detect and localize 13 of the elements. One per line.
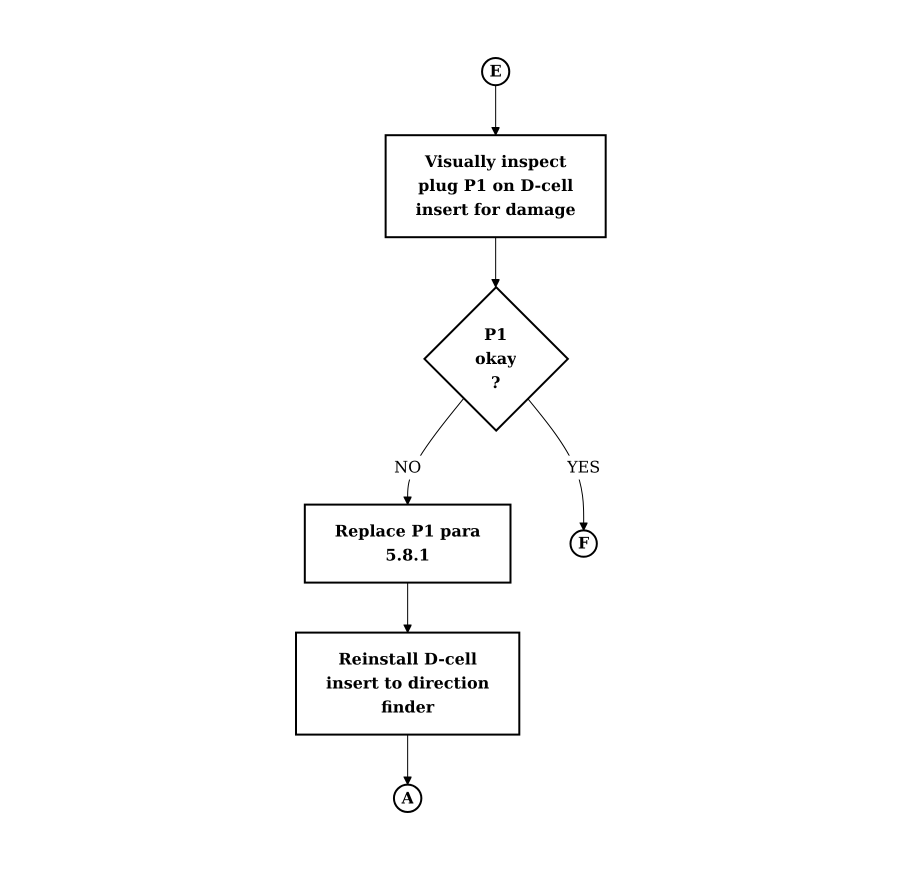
arrow <box>491 84 500 136</box>
node-box: Visually inspect plug P1 on D-cell insert for damage <box>384 134 607 238</box>
node-diamond: P1 okay ? <box>423 286 570 432</box>
arrow <box>491 236 500 288</box>
edge-label: NO <box>394 458 422 477</box>
edge-label: YES <box>567 458 600 477</box>
node-circle: A <box>393 784 423 813</box>
arrow <box>403 734 412 785</box>
node-circle: F <box>570 529 598 558</box>
node-box: Reinstall D-cell insert to direction finder <box>295 632 520 736</box>
node-box: Replace P1 para 5.8.1 <box>304 504 512 584</box>
node-circle: E <box>481 56 510 86</box>
arrow <box>403 582 412 633</box>
